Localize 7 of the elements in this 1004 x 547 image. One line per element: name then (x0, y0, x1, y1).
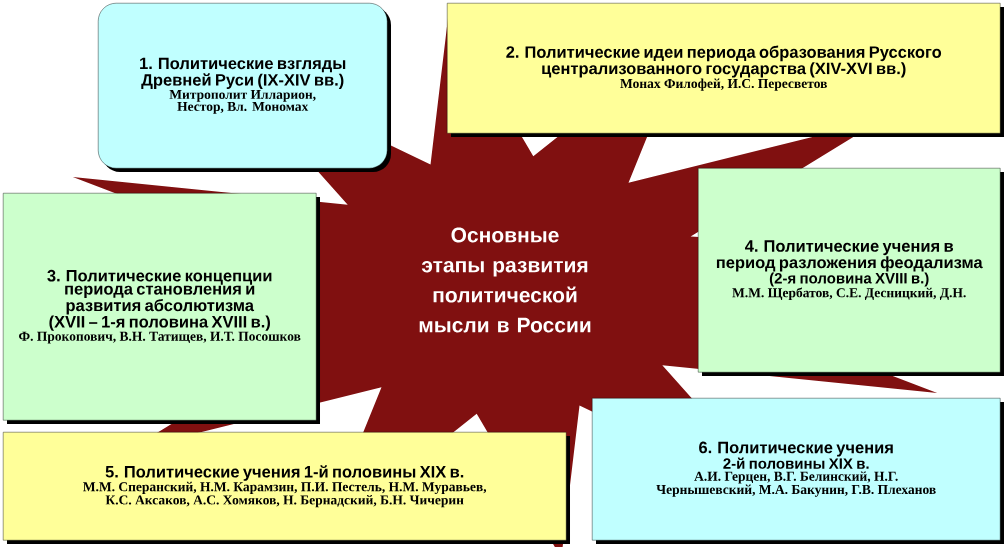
center-title: Основные этапы развития политической мысли в России (419, 227, 591, 333)
text-box: 1. Политические взгляды Древней Руси (IX-XIV вв.) Митрополит Илларион, Нестор, Вл. Мономах (98, 3, 391, 172)
text-box: 5. Политические учения 1-й половины XIX в. М.М. Сперанский, Н.М. Карамзин, П.И. Пестель, Н.М. Муравьев, К.С. Аксаков, А.С. Хомяков, Н. Бернадский, Б.Н. Чичерин (3, 432, 570, 544)
text-box: 3. Политические концепции периода становления и развития абсолютизма (XVII – 1-я половина XVIII в.) Ф. Прокопович, В.Н. Татищев, И.Т. Посошков (3, 193, 320, 424)
text-box: 6. Политические учения 2-й половины XIX в. А.И. Герцен, В.Г. Белинский, Н.Г. Чернышевский, М.А. Бакунин, Г.В. Плеханов (592, 398, 1004, 544)
text-box: 2. Политические идеи периода образования Русского централизованного государства (XIV-XVI вв.) Монах Филофей, И.С. Пересветов (447, 3, 1004, 137)
text-box: 4. Политические учения в период разложения феодализма (2-я половина XVIII в.) М.М. Щербатов, С.Е. Десницкий, Д.Н. (698, 168, 1004, 376)
